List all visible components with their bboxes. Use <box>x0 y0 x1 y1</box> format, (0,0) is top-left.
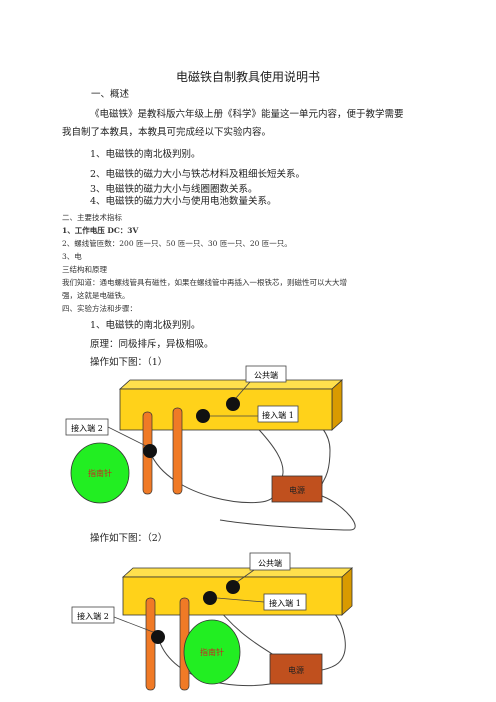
label-terminal-1: 接入端 1 <box>269 598 301 608</box>
terminal-1 <box>203 591 217 605</box>
wire <box>219 495 356 531</box>
document-title: 电磁铁自制教具使用说明书 <box>175 70 320 84</box>
iron-core-rod <box>145 597 156 691</box>
terminal-2 <box>151 630 165 644</box>
label-terminal-2: 接入端 2 <box>71 423 103 433</box>
operation-label-1: 操作如下图：（1） <box>90 357 168 368</box>
callout-line <box>235 381 251 399</box>
callout-line <box>236 569 255 583</box>
step-1: 1、电磁铁的南北极判别。 <box>90 320 201 331</box>
terminal-2 <box>143 444 157 458</box>
iron-core-rod <box>172 407 183 495</box>
callout-terminal-1 <box>257 405 299 423</box>
wire <box>149 451 273 504</box>
principle-text: 原理：同极排斥，异极相吸。 <box>90 339 214 350</box>
callout-common <box>249 552 291 571</box>
experiment-item: 1、电磁铁的南北极判别。 <box>90 149 201 160</box>
board-top <box>121 567 354 578</box>
spec-turns: 2、螺线管匝数：200 匝一只、50 匝一只、30 匝一只、20 匝一只。 <box>62 239 292 248</box>
callout-common <box>245 365 287 383</box>
power-label: 电源 <box>289 485 305 495</box>
power-source <box>269 653 323 685</box>
intro-line-2: 我自制了本教具，本教具可完成经以下实验内容。 <box>62 127 272 138</box>
diagram-2: 指南针 电源 公共端 接入端 1 接入端 2 <box>71 552 354 691</box>
power-label: 电源 <box>288 665 304 675</box>
compass <box>183 619 241 685</box>
experiment-item: 2、电磁铁的磁力大小与铁芯材料及粗细长短关系。 <box>90 169 306 180</box>
spec-power: 3、电 <box>62 252 82 261</box>
label-terminal-2: 接入端 2 <box>77 611 109 621</box>
experiment-item: 3、电磁铁的磁力大小与线圈圈数关系。 <box>90 184 258 195</box>
experiment-item: 4、电磁铁的磁力大小与使用电池数量关系。 <box>90 196 277 207</box>
board-top <box>118 379 344 390</box>
label-common: 公共端 <box>254 370 278 380</box>
callout-line <box>107 426 147 447</box>
label-terminal-1: 接入端 1 <box>262 410 294 420</box>
callout-line <box>216 597 265 603</box>
callout-terminal-2 <box>71 606 115 624</box>
label-common: 公共端 <box>258 558 282 568</box>
section-heading-method: 四、实验方法和步骤： <box>62 304 137 313</box>
compass <box>70 442 130 504</box>
section-heading-overview: 一、概述 <box>91 89 130 100</box>
terminal-common <box>226 397 240 411</box>
power-source <box>271 475 323 503</box>
terminal-1 <box>196 409 210 423</box>
principle-line-2: 强，这就是电磁铁。 <box>62 291 130 300</box>
section-heading-structure: 三结构和原理 <box>62 265 107 274</box>
compass-label: 指南针 <box>88 468 112 478</box>
diagram-1: 指南针 电源 公共端 接入端 1 接入端 2 <box>65 365 356 531</box>
operation-label-2: 操作如下图：（2） <box>90 533 168 544</box>
terminal-common <box>226 580 240 594</box>
spec-voltage: 1、工作电压 DC：3V <box>62 226 139 235</box>
section-heading-specs: 二、主要技术指标 <box>62 213 122 222</box>
board-side <box>331 379 343 431</box>
intro-line-1: 《电磁铁》是教科版六年级上册《科学》能量这一单元内容，便于教学需要 <box>90 109 404 120</box>
callout-line <box>113 616 154 633</box>
principle-line-1: 我们知道：通电螺线管具有磁性，如果在螺线管中再插入一根铁芯，则磁性可以大大增 <box>62 278 347 287</box>
compass-label: 指南针 <box>200 647 224 657</box>
